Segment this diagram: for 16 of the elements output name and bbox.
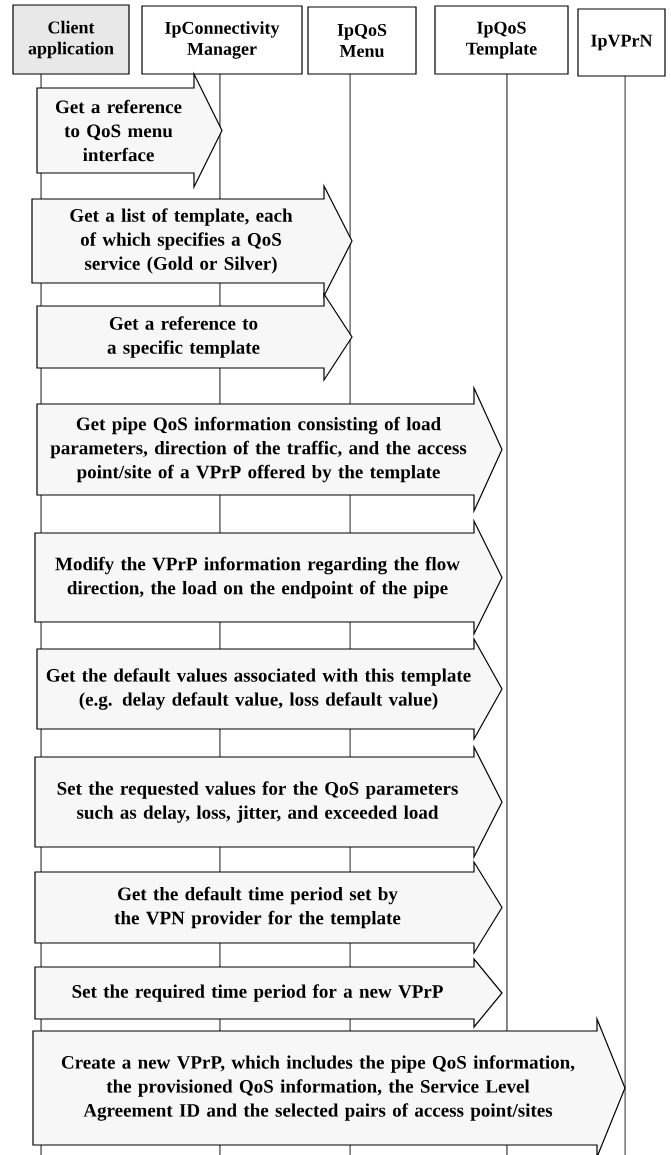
message-block: Get a list of template, each of which specifies a QoS service (Gold or Silver) — [31, 183, 353, 299]
node-label: Create a new VPrP, which includes the pipe QoS information, the provisioned QoS information, the Service Level Agreement ID and the selected pairs of access point/sites — [61, 1055, 575, 1121]
object-box: IpConnectivity Manager — [141, 5, 303, 75]
message-block: Create a new VPrP, which includes the pipe QoS information, the provisioned QoS information, the Service Level Agreement ID and the selected pairs of access point/sites — [32, 1015, 626, 1155]
message-block: Get the default time period set by the VPN provider for the template — [34, 859, 503, 956]
object-box: Client application — [12, 4, 130, 75]
object-box: IpVPrN — [577, 8, 666, 77]
message-block: Get a reference to QoS menu interface — [36, 71, 223, 190]
message-block: Set the required time period for a new VPrP — [34, 957, 503, 1029]
message-block: Modify the VPrP information regarding the flow direction, the load on the endpoint of the pipe — [34, 518, 503, 637]
message-block: Set the requested values for the QoS parameters such as delay, loss, jitter, and exceeded load — [34, 744, 503, 860]
message-block: Get the default values associated with this template (e.g. delay default value, loss default value) — [36, 636, 503, 742]
object-box: IpQoS Menu — [307, 6, 417, 75]
message-block: Get pipe QoS information consisting of load parameters, direction of the traffic, and the access point/site of a VPrP offered by the template — [36, 385, 503, 514]
message-block: Get a reference to a specific template — [36, 292, 353, 383]
object-box: IpQoS Template — [434, 5, 569, 75]
